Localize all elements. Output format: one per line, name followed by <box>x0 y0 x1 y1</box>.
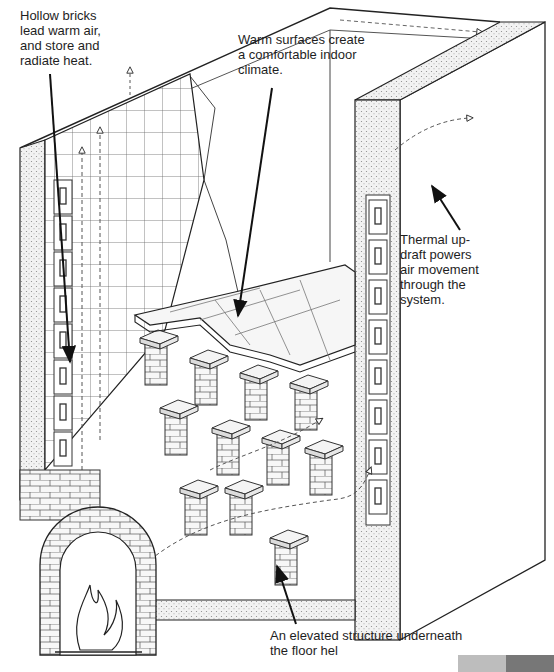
hollow-brick <box>54 396 72 430</box>
hollow-brick <box>54 180 72 214</box>
hollow-brick-wall <box>45 74 204 470</box>
fire-flames <box>77 585 123 650</box>
hollow-brick <box>54 216 72 250</box>
right-wall-outer-face <box>400 22 545 640</box>
right-wall-top <box>355 22 545 100</box>
air-flow-path <box>150 470 370 560</box>
hollow-brick-channel <box>366 195 390 525</box>
hollow-brick-column <box>54 180 72 466</box>
grate <box>55 651 142 653</box>
scan-artifact <box>458 655 506 672</box>
back-wall-corner <box>330 30 331 262</box>
hollow-brick <box>54 360 72 394</box>
firebox-opening <box>60 532 136 655</box>
scan-artifact <box>506 655 554 672</box>
air-flow-path <box>210 420 320 470</box>
left-wall-section <box>20 140 45 500</box>
brick-pillar <box>305 440 343 495</box>
brick-pillar <box>180 480 218 535</box>
air-flow-path <box>130 70 131 95</box>
hollow-brick <box>369 240 387 274</box>
brick-pillar <box>225 480 263 535</box>
floor-edge <box>135 315 355 372</box>
leader-arrow <box>432 186 460 230</box>
hollow-brick <box>369 440 387 474</box>
leader-arrow <box>277 566 296 624</box>
air-flow-path <box>100 130 101 440</box>
hollow-brick <box>369 400 387 434</box>
brick-pillar <box>190 350 228 405</box>
floor-pillars <box>140 330 343 585</box>
callout-text: An elevated structure underneath the flo… <box>270 628 480 658</box>
heated-floor <box>135 265 355 365</box>
hollow-brick <box>54 288 72 322</box>
brick-pillar <box>160 400 198 455</box>
firebox-arch <box>40 507 156 655</box>
hollow-brick <box>369 480 387 514</box>
hollow-brick <box>54 432 72 466</box>
hollow-brick-column <box>369 200 387 514</box>
brick-pillar <box>140 330 178 385</box>
leader-arrow <box>50 74 70 362</box>
callout-text: Thermal up-draft powers air movement thr… <box>400 232 488 307</box>
right-wall-section <box>355 100 400 640</box>
brick-pillar <box>262 430 300 485</box>
air-flow-path <box>82 150 83 470</box>
hollow-brick <box>369 200 387 234</box>
base-slab <box>150 600 355 620</box>
hollow-brick <box>369 320 387 354</box>
brick-pillar <box>290 375 328 430</box>
leader-arrow <box>238 88 272 316</box>
air-flow-path <box>340 20 480 32</box>
floor-tiles <box>170 280 340 360</box>
brick-pillar <box>240 365 278 420</box>
brick-pillar <box>270 530 308 585</box>
callout-text: Hollow bricks lead warm air, and store a… <box>20 8 120 68</box>
callout-text: Warm surfaces create a comfortable indoo… <box>238 32 370 77</box>
hollow-brick <box>369 280 387 314</box>
air-flow-path <box>395 118 470 150</box>
hollow-brick <box>369 360 387 394</box>
